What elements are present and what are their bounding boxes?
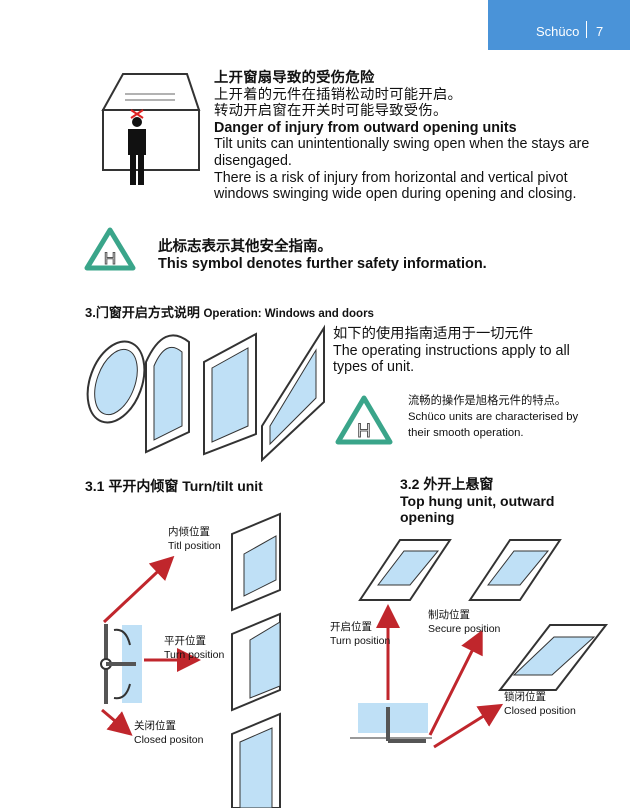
svg-text:H: H — [357, 421, 371, 442]
apply-en: The operating instructions apply to all … — [333, 342, 570, 376]
danger-window-illustration — [101, 73, 201, 185]
window-types-illustration — [86, 324, 325, 462]
secure-position-label: 制动位置 Secure position — [428, 608, 500, 636]
turn-en: Turn position — [164, 649, 225, 661]
smooth-en: Schüco units are characterised by their … — [408, 411, 579, 439]
closed-position-label: 关闭位置 Closed positon — [134, 719, 203, 747]
safety-note-cn: 此标志表示其他安全指南。 — [158, 239, 332, 255]
secure-en: Secure position — [428, 623, 501, 635]
apply-cn: 如下的使用指南适用于一切元件 — [333, 326, 534, 342]
secure-cn: 制动位置 — [428, 609, 470, 621]
th-turn-en: Turn position — [330, 635, 391, 647]
turn-position-label: 平开位置 Turn position — [164, 634, 224, 662]
closed-cn: 关闭位置 — [134, 720, 176, 732]
safety-note-en: This symbol denotes further safety infor… — [158, 256, 487, 272]
turn-cn: 平开位置 — [164, 635, 206, 647]
section-32-heading-en: Top hung unit, outward opening — [400, 492, 555, 526]
section-3-heading: 3.门窗开启方式说明 Operation: Windows and doors — [85, 302, 374, 321]
warning-line1-cn: 上开着的元件在插销松动时可能开启。 — [214, 86, 463, 103]
warning-line2-cn: 转动开启窗在开关时可能导致受伤。 — [214, 103, 448, 120]
warning-title-cn: 上开窗扇导致的受伤危险 — [214, 70, 375, 86]
smooth-cn: 流畅的操作是旭格元件的特点。 — [408, 395, 567, 407]
closed-en: Closed positon — [134, 734, 204, 746]
safety-h-icon-2: H — [335, 395, 393, 445]
section-32-heading: 3.2 外开上悬窗 Top hung unit, outward opening — [400, 476, 580, 526]
section-3-apply-text: 如下的使用指南适用于一切元件 The operating instruction… — [333, 326, 593, 376]
tilt-position-label: 内倾位置 Titl position — [168, 525, 221, 553]
th-closed-en: Closed position — [504, 705, 576, 717]
smooth-operation-text: 流畅的操作是旭格元件的特点。 Schüco units are characte… — [408, 393, 598, 441]
th-turn-cn: 开启位置 — [330, 621, 372, 633]
section-3-heading-cn: 3.门窗开启方式说明 — [85, 305, 200, 320]
danger-warning-text: 上开窗扇导致的受伤危险 上开着的元件在插销松动时可能开启。 转动开启窗在开关时可… — [214, 70, 594, 203]
top-hung-turn-label: 开启位置 Turn position — [330, 620, 390, 648]
top-hung-diagram — [350, 539, 609, 749]
section-3-heading-en: Operation: Windows and doors — [203, 308, 374, 320]
th-closed-cn: 锁闭位置 — [504, 691, 546, 703]
section-31-heading: 3.1 平开内倾窗 Turn/tilt unit — [85, 478, 263, 494]
warning-text1-en: Tilt units can unintentionally swing ope… — [214, 136, 590, 169]
tilt-en: Titl position — [168, 540, 221, 552]
brand-name: Schüco — [536, 24, 580, 39]
warning-text2-en: There is a risk of injury from horizonta… — [214, 169, 577, 203]
svg-text:H: H — [104, 249, 116, 268]
top-hung-closed-label: 锁闭位置 Closed position — [504, 690, 576, 718]
page-number: 7 — [596, 24, 604, 39]
safety-h-icon: H — [84, 227, 136, 271]
safety-note: 此标志表示其他安全指南。 This symbol denotes further… — [158, 239, 487, 273]
turn-tilt-diagram — [100, 512, 281, 808]
warning-title-en: Danger of injury from outward opening un… — [214, 119, 517, 136]
header-divider — [586, 21, 587, 38]
page-header-bar: Schüco 7 — [488, 0, 630, 50]
tilt-cn: 内倾位置 — [168, 526, 210, 538]
section-32-heading-cn: 3.2 外开上悬窗 — [400, 476, 494, 492]
